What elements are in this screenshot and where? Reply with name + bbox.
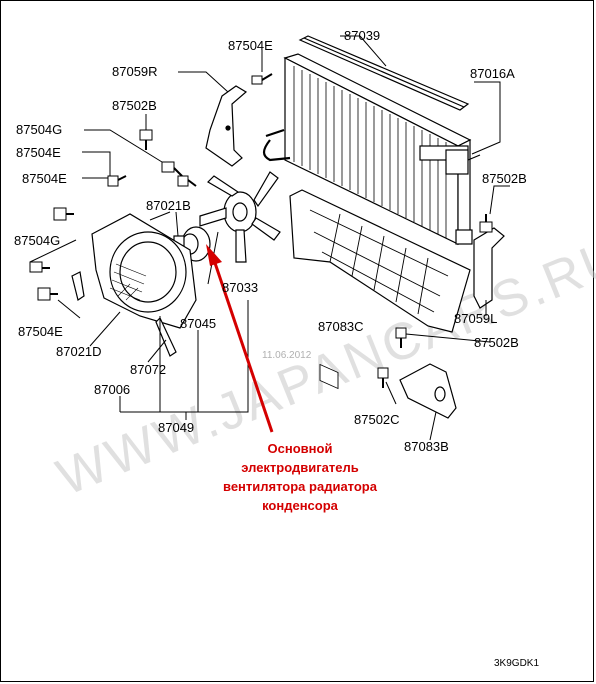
label-87083C: 87083C xyxy=(318,319,364,334)
label-87504E-top: 87504E xyxy=(228,38,273,53)
fan-shroud-87006 xyxy=(71,213,197,357)
leader-lines xyxy=(29,35,510,441)
motor-annotation: Основной электродвигатель вентилятора ра… xyxy=(223,441,378,513)
date-stamp: 11.06.2012 xyxy=(262,350,312,361)
condenser-radiator xyxy=(262,35,481,246)
label-87049: 87049 xyxy=(158,420,194,435)
label-87502C: 87502C xyxy=(354,412,400,427)
label-87502B-right: 87502B xyxy=(482,171,527,186)
label-87039: 87039 xyxy=(344,28,380,43)
label-87502B-top: 87502B xyxy=(112,98,157,113)
bracket-87059R xyxy=(205,85,248,167)
label-87021B: 87021B xyxy=(146,198,191,213)
label-87072: 87072 xyxy=(130,362,166,377)
label-87504E-a: 87504E xyxy=(16,145,61,160)
bolt-87502B-low xyxy=(395,327,407,348)
bolt-87504E-c xyxy=(53,207,74,221)
label-87083B: 87083B xyxy=(404,439,449,454)
label-87059R: 87059R xyxy=(112,64,158,79)
annotation-arrow xyxy=(206,244,274,433)
label-87059L: 87059L xyxy=(454,311,497,326)
label-87504E-b: 87504E xyxy=(22,171,67,186)
bolt-87502C xyxy=(377,367,389,388)
label-87033: 87033 xyxy=(222,280,258,295)
label-87045: 87045 xyxy=(180,316,216,331)
label-87006: 87006 xyxy=(94,382,130,397)
label-87021D: 87021D xyxy=(56,344,102,359)
annotation-line-4: конденсора xyxy=(262,498,339,513)
label-87016A: 87016A xyxy=(470,66,515,81)
part-labels: 87039 87504E 87059R 87016A 87502B 87504G… xyxy=(14,28,527,454)
label-87504G-top: 87504G xyxy=(16,122,62,137)
bolt-87504G-top xyxy=(161,161,183,177)
annotation-line-1: Основной xyxy=(268,441,333,456)
annotation-line-3: вентилятора радиатора xyxy=(223,479,378,494)
diagram-code: 3K9GDK1 xyxy=(494,658,539,669)
bracket-87059L xyxy=(473,227,505,309)
fan-87033 xyxy=(199,171,281,263)
bolt-87502B-top xyxy=(139,129,153,150)
bolt-87504E-top xyxy=(251,73,273,85)
shroud-87083C xyxy=(289,189,471,390)
bolt-87504E-bottom xyxy=(37,287,58,301)
bolt-87502B-right xyxy=(479,214,493,233)
bolts xyxy=(29,73,493,388)
label-87504E-bottom: 87504E xyxy=(18,324,63,339)
bolt-87504G-left xyxy=(29,261,50,273)
bolt-87504E-a xyxy=(177,175,197,187)
annotation-line-2: электродвигатель xyxy=(241,460,358,475)
bolt-87504E-b xyxy=(107,175,127,187)
bracket-87083B xyxy=(399,363,457,419)
label-87502B-low: 87502B xyxy=(474,335,519,350)
label-87504G-left: 87504G xyxy=(14,233,60,248)
